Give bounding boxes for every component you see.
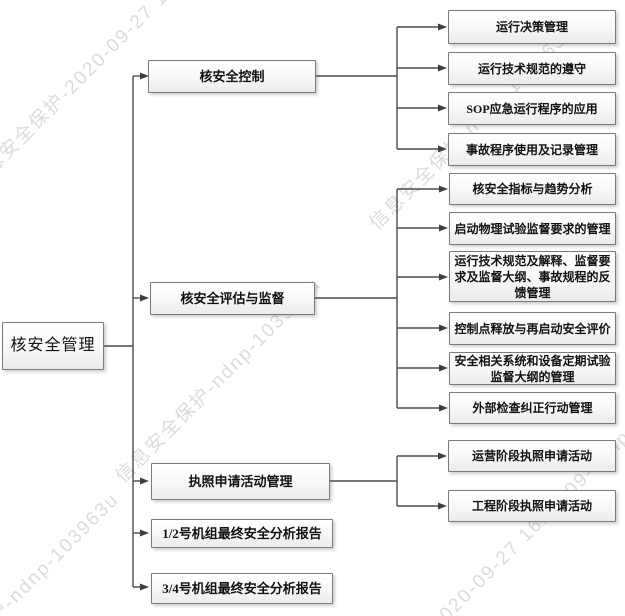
node-license-application-management: 执照申请活动管理 [151, 463, 330, 500]
leaf-tech-spec-compliance: 运行技术规范的遵守 [448, 52, 616, 85]
leaf-external-inspection-corrective-action: 外部检查纠正行动管理 [449, 392, 616, 424]
leaf-control-point-release-restart-evaluation: 控制点释放与再启动安全评价 [449, 312, 616, 345]
node-nuclear-safety-management: 核安全管理 [2, 322, 104, 370]
leaf-startup-physics-test-supervision: 启动物理试验监督要求的管理 [449, 212, 616, 245]
leaf-sop-emergency-procedure-application: SOP应急运行程序的应用 [448, 92, 616, 125]
leaf-safety-indicator-trend-analysis: 核安全指标与趋势分析 [449, 173, 616, 205]
leaf-periodic-test-supervision-program: 安全相关系统和设备定期试验监督大纲的管理 [449, 352, 616, 385]
node-nuclear-safety-control: 核安全控制 [148, 60, 316, 93]
leaf-operation-decision-management: 运行决策管理 [448, 10, 616, 44]
leaf-tech-spec-interpretation-feedback: 运行技术规范及解释、监督要求及监督大纲、事故规程的反馈管理 [449, 251, 616, 302]
node-unit12-final-safety-analysis-report: 1/2号机组最终安全分析报告 [151, 519, 333, 548]
node-safety-assessment-supervision: 核安全评估与监督 [150, 282, 315, 315]
leaf-accident-procedure-use-record: 事故程序使用及记录管理 [448, 133, 616, 166]
leaf-engineering-phase-license-activities: 工程阶段执照申请活动 [448, 490, 616, 522]
node-unit34-final-safety-analysis-report: 3/4号机组最终安全分析报告 [151, 573, 333, 604]
leaf-operation-phase-license-activities: 运营阶段执照申请活动 [448, 440, 616, 472]
